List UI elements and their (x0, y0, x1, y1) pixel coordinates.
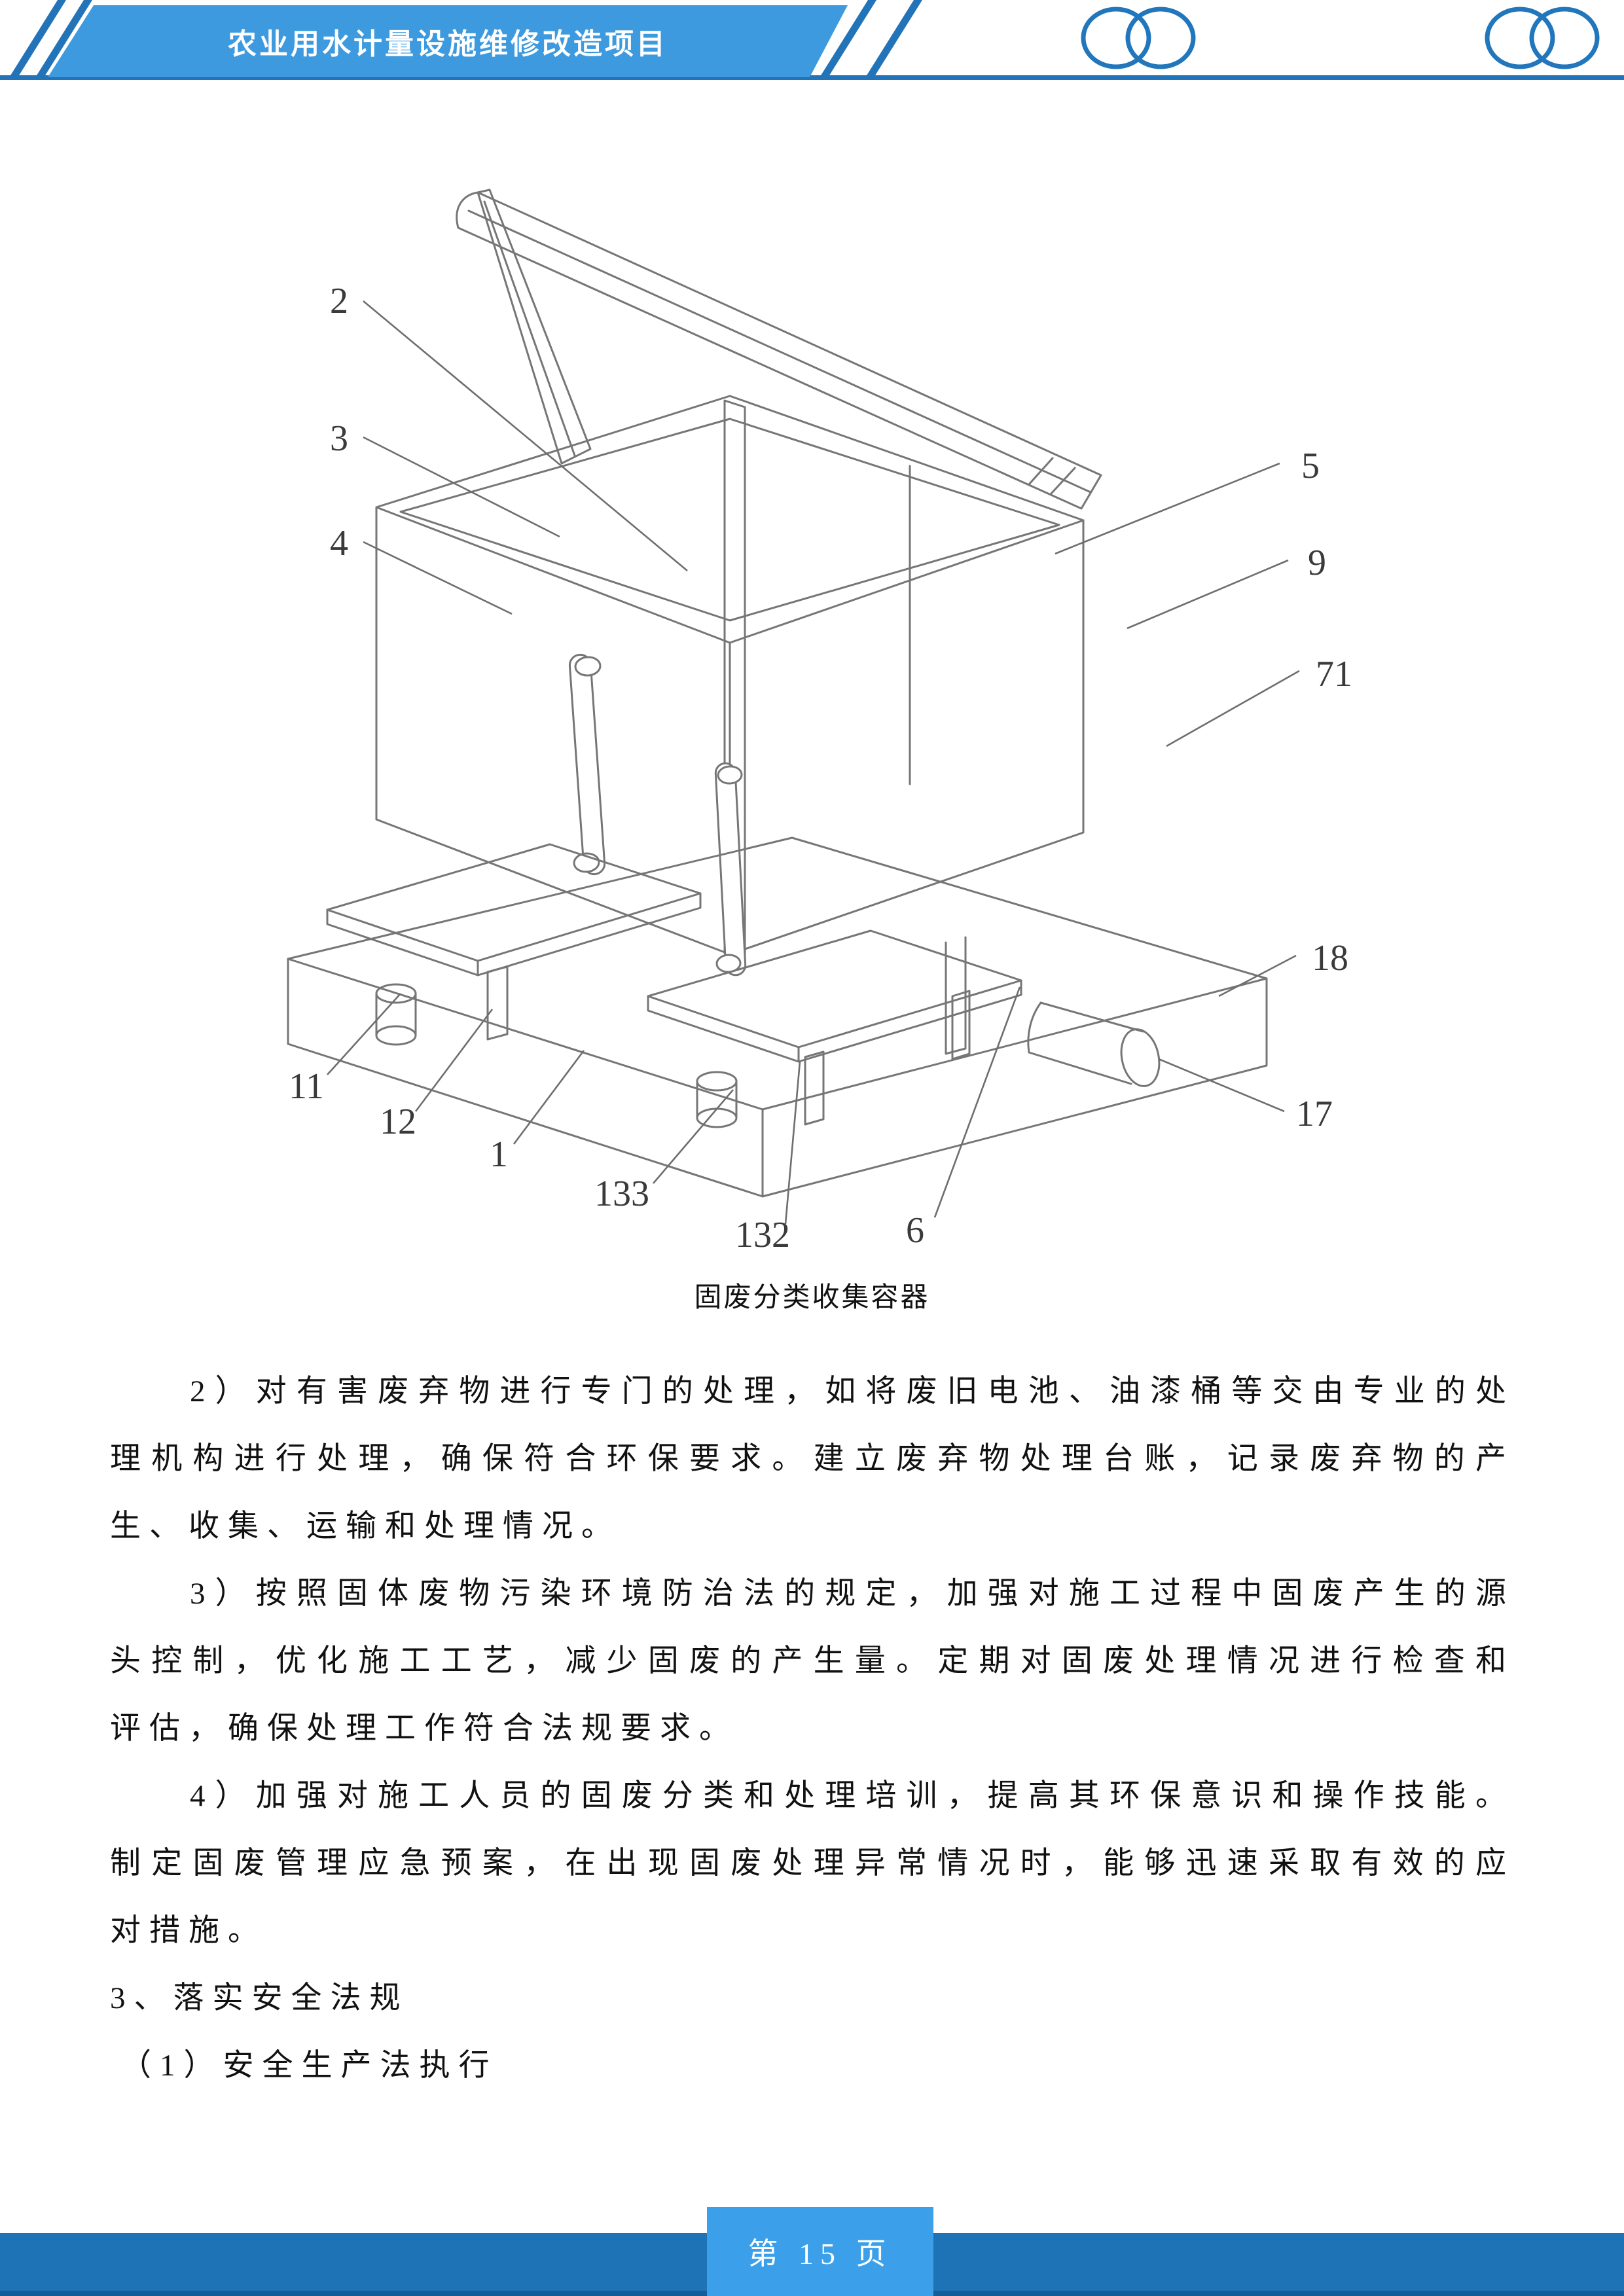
callout-leaders (327, 300, 1300, 1225)
waste-container-diagram: 2 3 4 5 9 71 18 17 11 12 1 133 132 6 (287, 188, 1352, 1255)
body-text: 2）对有害废弃物进行专门的处理，如将废旧电池、油漆桶等交由专业的处 理机构进行处… (110, 1358, 1515, 2100)
body-line: 2）对有害废弃物进行专门的处理，如将废旧电池、油漆桶等交由专业的处 (190, 1374, 1515, 1408)
callout-numbers: 2 3 4 5 9 71 18 17 11 12 1 133 132 6 (289, 281, 1352, 1255)
figure-callout: 132 (735, 1215, 790, 1255)
figure-callout: 11 (289, 1066, 324, 1107)
diagram-lids (456, 188, 1102, 510)
body-line: 3、落实安全法规 (110, 1981, 409, 2015)
figure-caption: 固废分类收集容器 (694, 1283, 930, 1313)
figure-callout: 4 (330, 523, 348, 564)
page-number-badge: 第 15 页 (707, 2207, 933, 2296)
figure-callout: 133 (594, 1174, 649, 1214)
diagram-handles (568, 653, 747, 977)
figure-callout: 1 (490, 1134, 508, 1175)
header-logos (1081, 7, 1600, 69)
body-line: 4）加强对施工人员的固废分类和处理培训，提高其环保意识和操作技能。 (190, 1779, 1515, 1813)
body-line: 理机构进行处理，确保符合环保要求。建立废弃物处理台账，记录废弃物的产 (110, 1442, 1515, 1476)
body-line: 评估，确保处理工作符合法规要求。 (110, 1712, 738, 1746)
body-line: 生、收集、运输和处理情况。 (110, 1509, 621, 1543)
diagram-base (287, 836, 1268, 1198)
figure-callout: 2 (330, 281, 348, 321)
diagram-supports (326, 843, 1022, 1128)
figure-callout: 71 (1316, 654, 1352, 694)
header-divider (0, 75, 1624, 80)
figure-callout: 5 (1301, 446, 1320, 486)
body-line: 对措施。 (110, 1914, 267, 1948)
page-number-label: 第 15 页 (748, 2237, 893, 2270)
figure-callout: 12 (380, 1102, 416, 1142)
body-line: 头控制，优化施工工艺，减少固废的产生量。定期对固废处理情况进行检查和 (110, 1644, 1515, 1678)
body-line: 3）按照固体废物污染环境防治法的规定，加强对施工过程中固废产生的源 (190, 1577, 1515, 1611)
interlocked-rings-icon (1081, 7, 1196, 69)
figure-callout: 3 (330, 418, 348, 459)
figure-callout: 9 (1308, 543, 1326, 583)
body-line: （1）安全生产法执行 (120, 2049, 498, 2083)
header-banner: 农业用水计量设施维修改造项目 (48, 5, 848, 77)
body-line: 制定固废管理应急预案，在出现固废处理异常情况时，能够迅速采取有效的应 (110, 1846, 1515, 1880)
interlocked-rings-icon (1485, 7, 1600, 69)
figure-callout: 17 (1296, 1094, 1333, 1134)
page-header: 农业用水计量设施维修改造项目 (0, 0, 1624, 85)
figure-callout: 18 (1312, 938, 1348, 978)
project-title: 农业用水计量设施维修改造项目 (228, 28, 668, 60)
figure-callout: 6 (906, 1210, 924, 1251)
